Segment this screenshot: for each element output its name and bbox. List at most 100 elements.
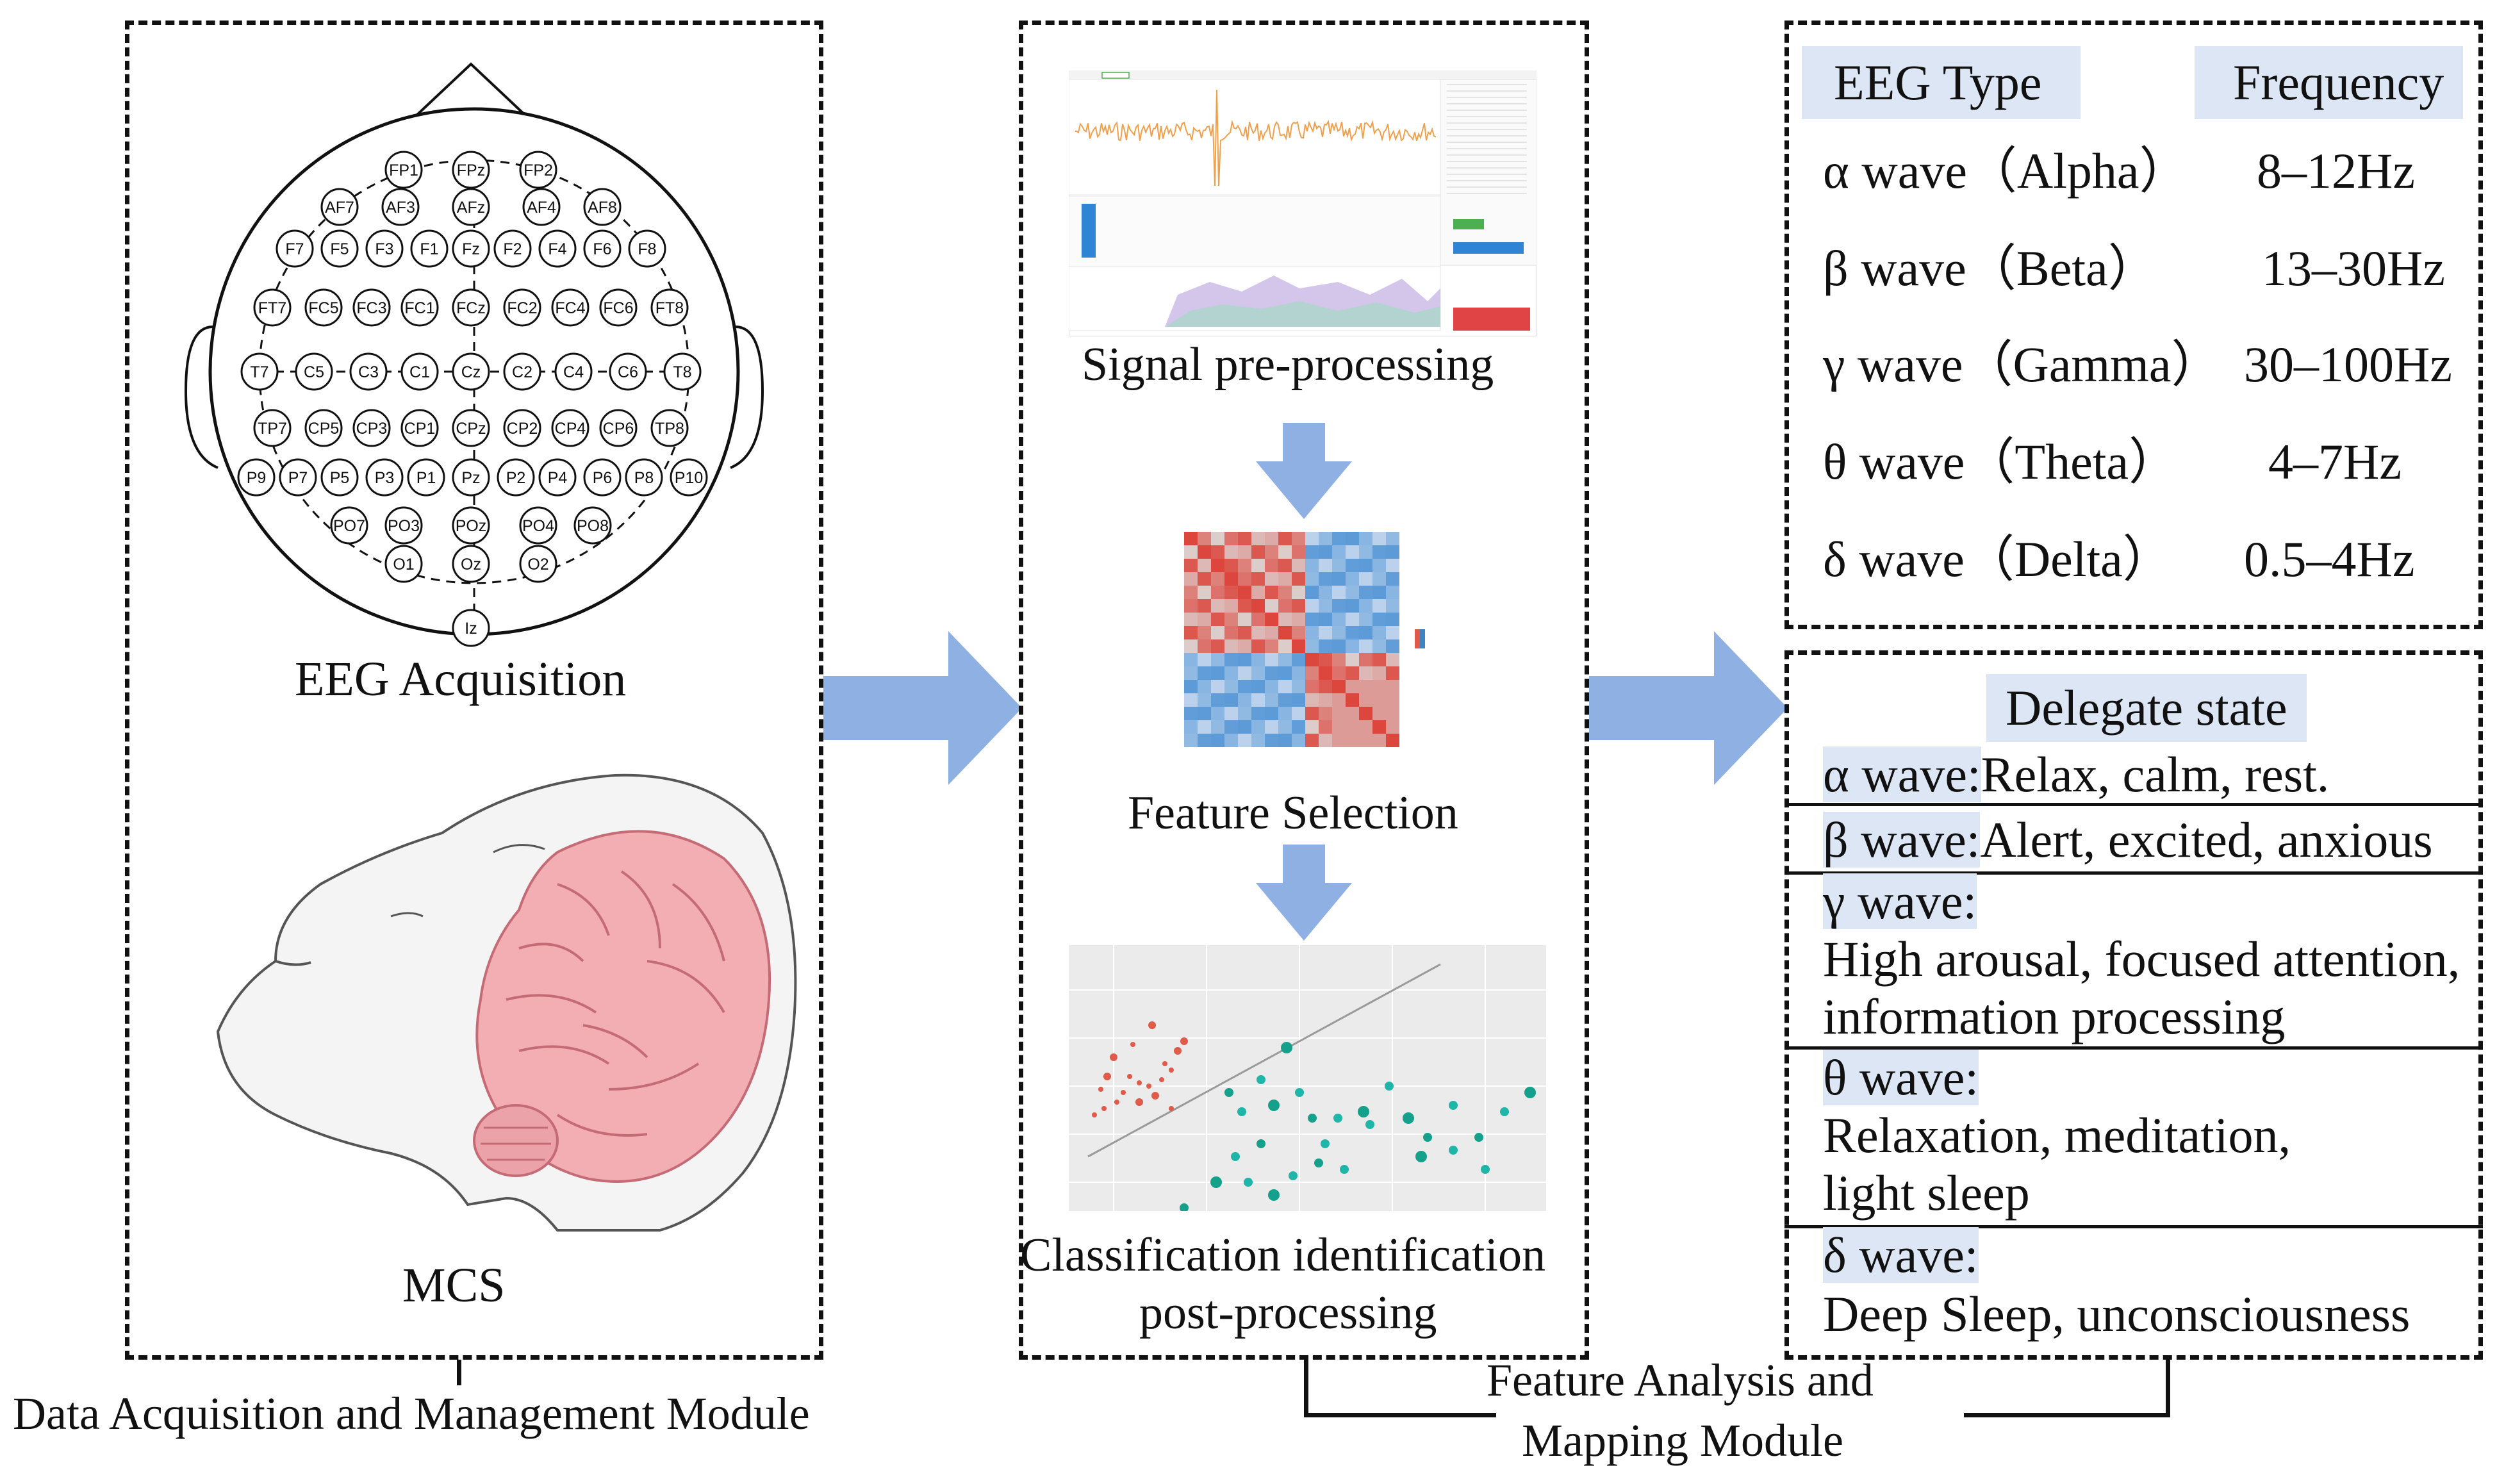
electrode-oz: Oz bbox=[452, 545, 490, 583]
electrode-af8: AF8 bbox=[583, 188, 622, 226]
delegate-state-title: Delegate state bbox=[1986, 674, 2307, 742]
state-gamma-line2: information processing bbox=[1823, 989, 2286, 1044]
wave-row-theta-freq: 4–7Hz bbox=[2268, 434, 2402, 490]
scatter-point-red bbox=[1114, 1100, 1119, 1105]
wave-row-beta-freq: 13–30Hz bbox=[2262, 240, 2445, 296]
scatter-point-red bbox=[1162, 1061, 1167, 1066]
svg-text:P8: P8 bbox=[634, 469, 654, 487]
scatter-point-teal bbox=[1224, 1088, 1233, 1097]
svg-text:F1: F1 bbox=[420, 240, 438, 258]
down-arrow-1 bbox=[1256, 423, 1352, 519]
svg-text:C5: C5 bbox=[304, 363, 324, 381]
svg-text:F2: F2 bbox=[503, 240, 522, 258]
electrode-cpz: CPz bbox=[452, 409, 490, 447]
delegate-state-panel bbox=[1784, 650, 2483, 1360]
mcs-label: MCS bbox=[402, 1258, 506, 1312]
electrode-f1: F1 bbox=[410, 229, 449, 268]
electrode-c2: C2 bbox=[503, 352, 541, 391]
state-alpha-text: Relax, calm, rest. bbox=[1981, 746, 2330, 802]
svg-text:Oz: Oz bbox=[461, 556, 481, 573]
wave-row-alpha-freq: 8–12Hz bbox=[2257, 143, 2415, 199]
table-header-frequency: Frequency bbox=[2195, 46, 2464, 119]
svg-text:PO4: PO4 bbox=[522, 517, 554, 535]
svg-text:F8: F8 bbox=[638, 240, 656, 258]
electrode-pz: Pz bbox=[452, 458, 490, 497]
feature-selection-label: Feature Selection bbox=[1128, 787, 1458, 839]
svg-text:F5: F5 bbox=[330, 240, 349, 258]
scatter-point-red bbox=[1169, 1106, 1174, 1111]
svg-text:CP5: CP5 bbox=[308, 420, 340, 438]
electrode-p1: P1 bbox=[407, 458, 445, 497]
signal-preprocessing-label: Signal pre-processing bbox=[1082, 338, 1494, 391]
scatter-point-teal bbox=[1268, 1100, 1280, 1111]
state-theta-line1: Relaxation, meditation, bbox=[1823, 1107, 2291, 1163]
scatter-point-red bbox=[1092, 1112, 1097, 1117]
scatter-point-red bbox=[1180, 1037, 1188, 1045]
svg-text:AFz: AFz bbox=[457, 199, 485, 217]
state-alpha: α wave:Relax, calm, rest. bbox=[1823, 746, 2329, 802]
svg-text:POz: POz bbox=[456, 517, 487, 535]
scatter-point-red bbox=[1121, 1090, 1126, 1095]
down-arrow-2 bbox=[1256, 845, 1352, 941]
wave-row-beta-name: β wave（Beta） bbox=[1823, 240, 2158, 296]
svg-text:F7: F7 bbox=[285, 240, 304, 258]
svg-text:P10: P10 bbox=[675, 469, 703, 487]
electrode-fcz: FCz bbox=[452, 288, 490, 327]
svg-text:Iz: Iz bbox=[465, 620, 477, 638]
wave-row-delta-freq: 0.5–4Hz bbox=[2244, 531, 2415, 587]
svg-text:P1: P1 bbox=[416, 469, 436, 487]
svg-text:O1: O1 bbox=[393, 556, 414, 573]
electrode-fc3: FC3 bbox=[352, 288, 391, 327]
state-theta-key-text: θ wave: bbox=[1823, 1050, 1979, 1105]
scatter-point-teal bbox=[1524, 1087, 1536, 1098]
svg-text:FC3: FC3 bbox=[356, 299, 386, 317]
data-acquisition-module-title: Data Acquisition and Management Module bbox=[13, 1388, 810, 1439]
scatter-point-teal bbox=[1449, 1101, 1458, 1110]
electrode-p4: P4 bbox=[538, 458, 577, 497]
electrode-cp5: CP5 bbox=[304, 409, 343, 447]
svg-text:P9: P9 bbox=[247, 469, 267, 487]
electrode-tp7: TP7 bbox=[253, 409, 292, 447]
scatter-point-red bbox=[1159, 1077, 1164, 1082]
electrode-iz: Iz bbox=[452, 609, 490, 647]
svg-text:P2: P2 bbox=[506, 469, 526, 487]
svg-text:FC6: FC6 bbox=[603, 299, 633, 317]
scatter-point-red bbox=[1174, 1047, 1182, 1055]
electrode-fc2: FC2 bbox=[503, 288, 541, 327]
scatter-point-teal bbox=[1244, 1178, 1253, 1187]
svg-text:C4: C4 bbox=[563, 363, 584, 381]
svg-text:FC4: FC4 bbox=[555, 299, 585, 317]
svg-text:FT7: FT7 bbox=[258, 299, 286, 317]
svg-text:PO3: PO3 bbox=[388, 517, 420, 535]
electrode-cp2: CP2 bbox=[503, 409, 541, 447]
svg-text:FPz: FPz bbox=[457, 161, 485, 179]
state-gamma-key-text: γ wave: bbox=[1823, 873, 1977, 929]
processing-panel bbox=[1019, 21, 1589, 1360]
svg-text:P4: P4 bbox=[548, 469, 568, 487]
svg-text:C1: C1 bbox=[409, 363, 430, 381]
scatter-point-teal bbox=[1257, 1139, 1265, 1148]
svg-text:P3: P3 bbox=[375, 469, 395, 487]
scatter-point-red bbox=[1169, 1068, 1174, 1073]
scatter-point-red bbox=[1146, 1084, 1151, 1089]
svg-text:AF7: AF7 bbox=[325, 199, 354, 217]
electrode-c5: C5 bbox=[295, 352, 333, 391]
scatter-point-teal bbox=[1403, 1112, 1414, 1124]
wave-row-delta-name: δ wave（Delta） bbox=[1823, 531, 2173, 587]
flow-arrow-2 bbox=[1589, 631, 1788, 785]
electrode-po4: PO4 bbox=[519, 506, 557, 545]
scatter-point-teal bbox=[1308, 1114, 1317, 1123]
feature-analysis-module-title-line1: Feature Analysis and bbox=[1487, 1355, 1874, 1406]
svg-text:Pz: Pz bbox=[461, 469, 480, 487]
electrode-fz: Fz bbox=[452, 229, 490, 268]
scatter-point-teal bbox=[1481, 1165, 1490, 1174]
scatter-point-teal bbox=[1289, 1171, 1298, 1180]
electrode-po3: PO3 bbox=[384, 506, 423, 545]
state-beta-text: Alert, excited, anxious bbox=[1980, 812, 2433, 868]
electrode-c3: C3 bbox=[349, 352, 388, 391]
electrode-p9: P9 bbox=[237, 458, 276, 497]
svg-text:C3: C3 bbox=[358, 363, 379, 381]
electrode-c4: C4 bbox=[554, 352, 593, 391]
electrode-ft8: FT8 bbox=[650, 288, 689, 327]
scatter-point-teal bbox=[1237, 1107, 1246, 1116]
